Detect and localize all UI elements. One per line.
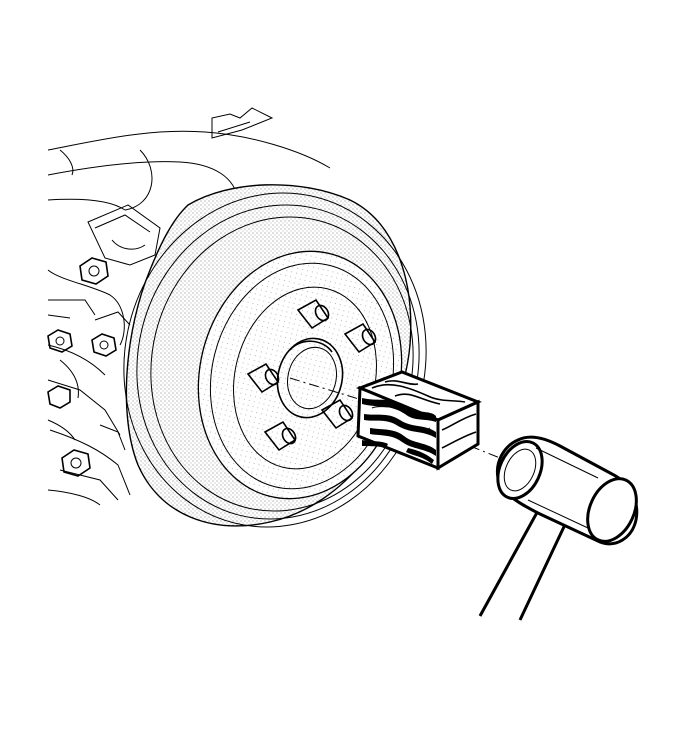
wheel-studs [246, 298, 377, 452]
bolt-middle-left [47, 329, 73, 353]
suspension-knuckle [47, 107, 331, 506]
wheel-stud [320, 398, 354, 430]
mallet [478, 435, 639, 621]
brake-drum [123, 184, 427, 528]
bolt-upper [79, 257, 109, 285]
wheel-stud [246, 362, 280, 394]
wood-block [355, 370, 482, 471]
wheel-stud [343, 322, 377, 354]
wheel-stud [296, 298, 330, 330]
wheel-stud [263, 420, 297, 452]
bolt-lower-left [47, 385, 71, 409]
bolt-middle-right [91, 333, 117, 357]
bolt-lower [61, 449, 91, 477]
